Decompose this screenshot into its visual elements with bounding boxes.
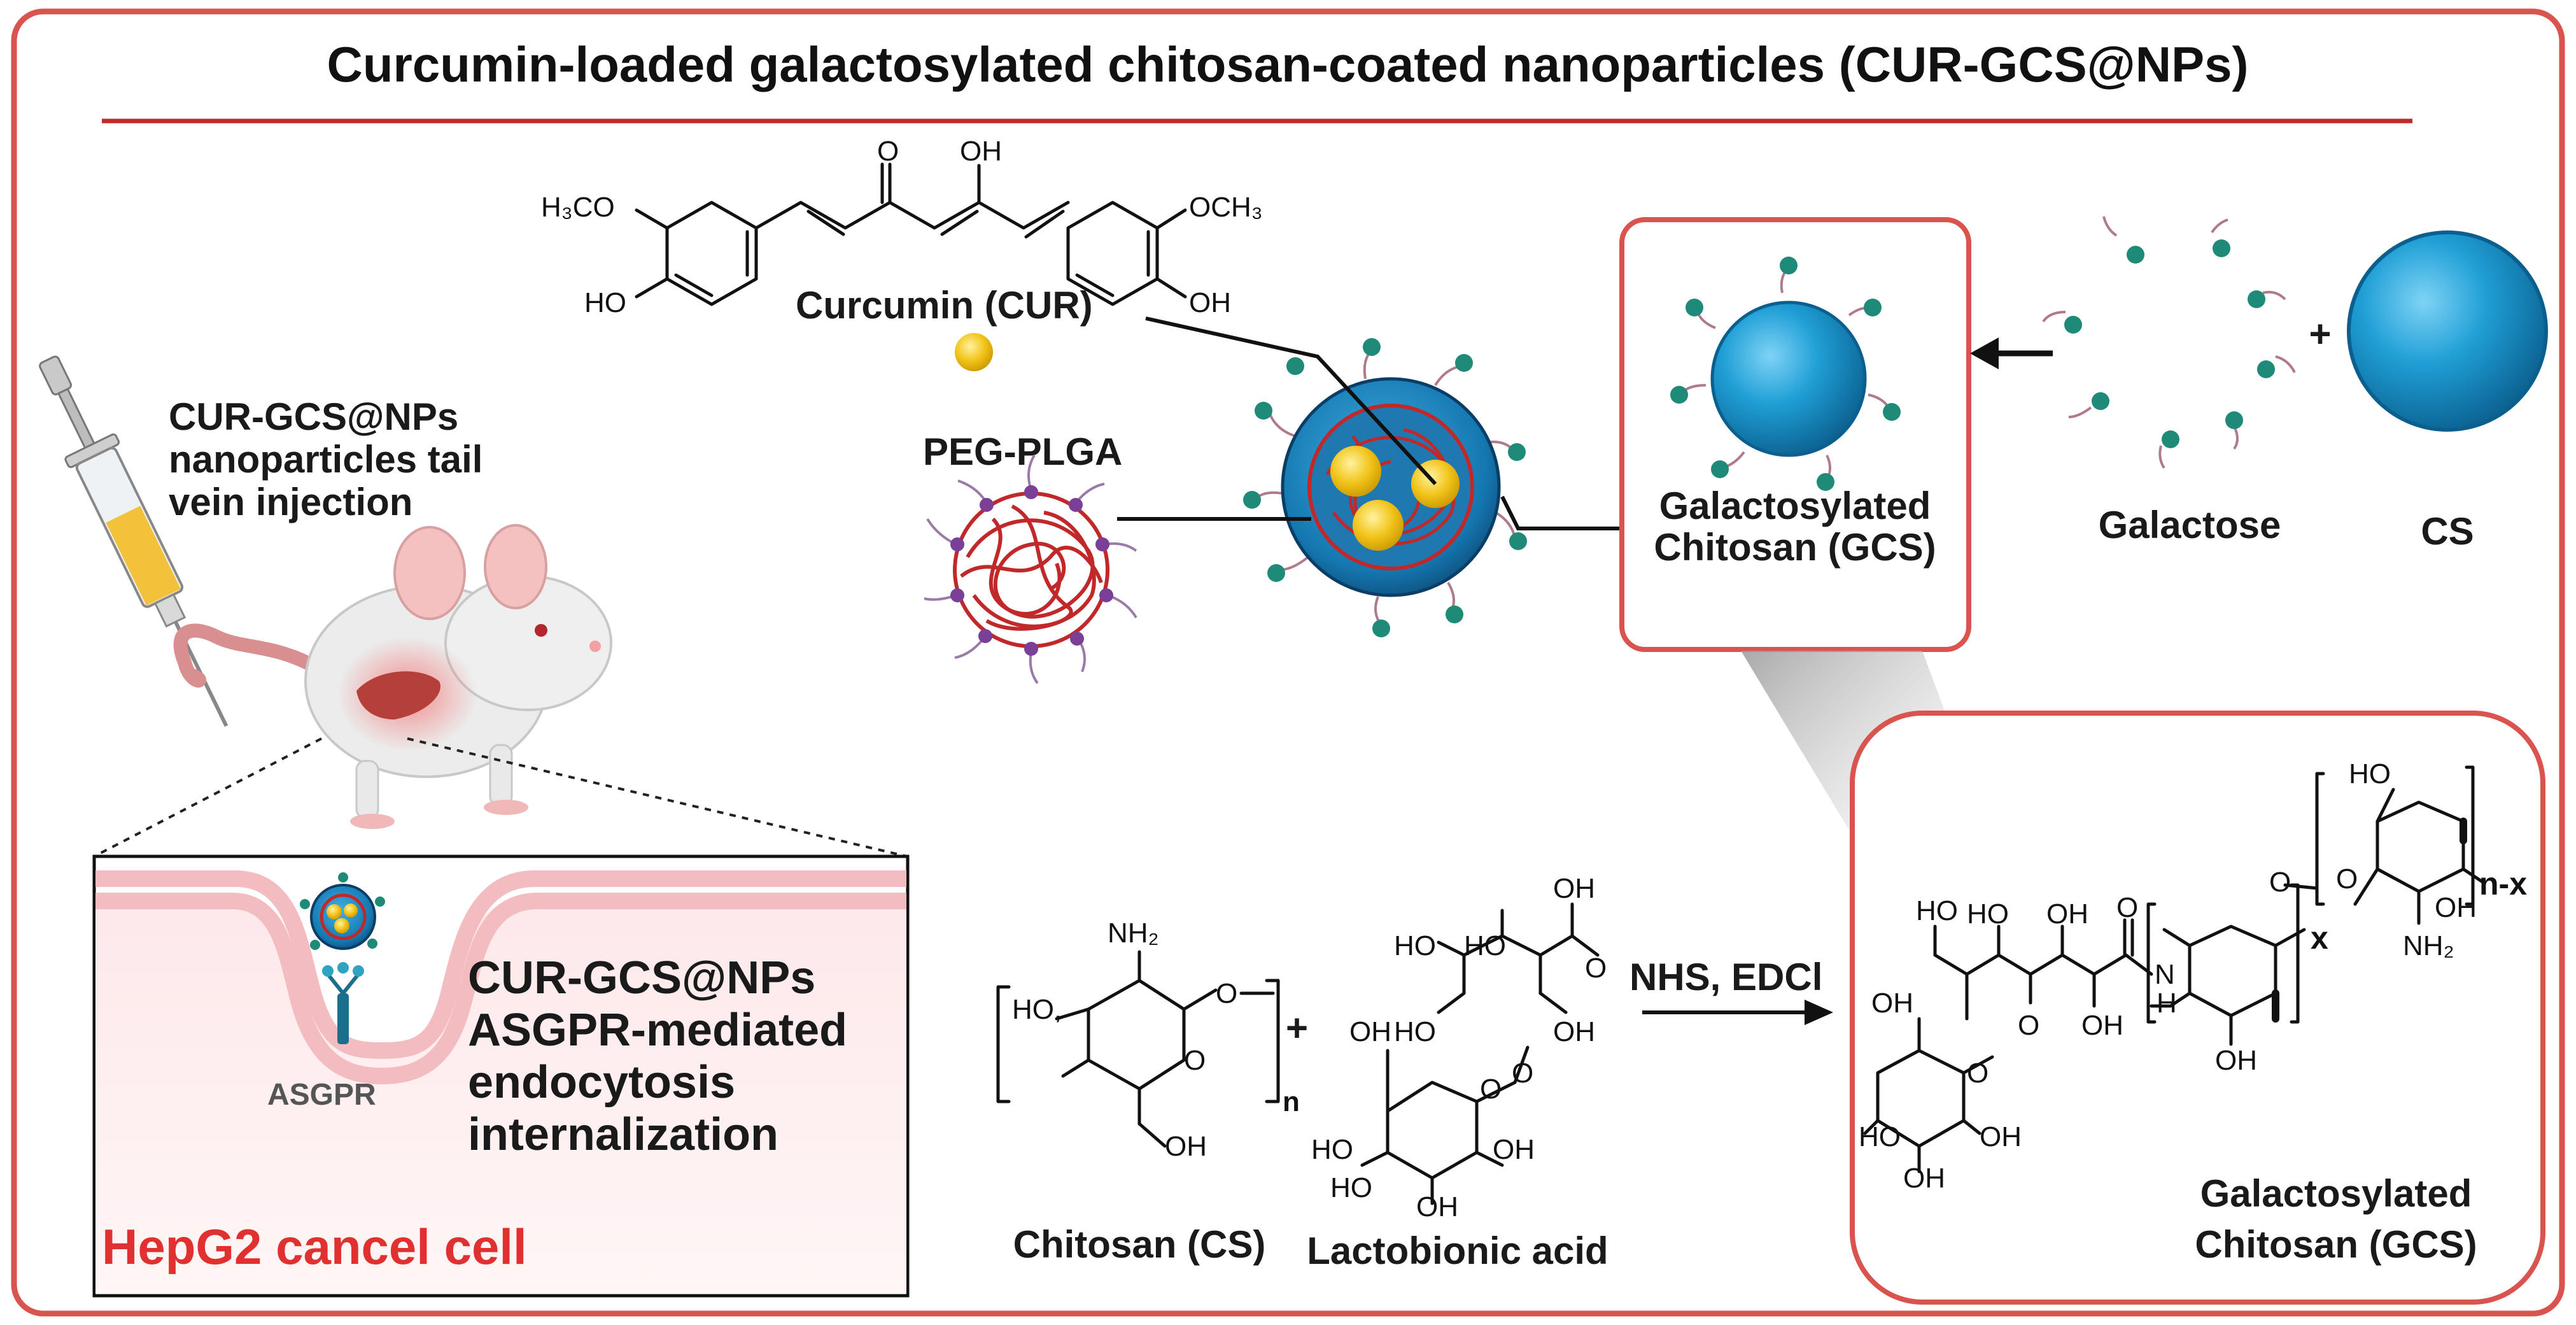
receptor-icon bbox=[322, 962, 364, 1044]
zoom-line-right bbox=[407, 737, 908, 858]
injection-label-1: CUR-GCS@NPs bbox=[169, 395, 458, 438]
reagents-label: NHS, EDCl bbox=[1629, 956, 1822, 998]
gcs-leader-line bbox=[1500, 495, 1665, 530]
lactobionic-structure bbox=[1360, 902, 1600, 1205]
gcs-o-carbonyl: O bbox=[2116, 892, 2138, 923]
lacto-ho-4: HO bbox=[1311, 1134, 1353, 1165]
lacto-oh-4: OH bbox=[1493, 1134, 1535, 1165]
gcs-box-label-1: Galactosylated bbox=[1659, 485, 1931, 527]
lacto-o-carbonyl: O bbox=[1585, 953, 1607, 984]
lacto-ho-3: HO bbox=[1394, 1016, 1436, 1047]
nanoparticle-icon bbox=[300, 872, 385, 950]
gcs-oh-7: OH bbox=[1903, 1163, 1945, 1194]
curcumin-leader-line bbox=[1145, 316, 1437, 486]
gcs-particle-icon bbox=[1670, 257, 1901, 491]
chitosan-nh2: NH₂ bbox=[1108, 918, 1159, 949]
gcs-oh-1: OH bbox=[2435, 892, 2477, 923]
cell-text-2: ASGPR-mediated bbox=[468, 1005, 847, 1056]
lacto-ho-2: HO bbox=[1464, 930, 1506, 961]
gcs-o-ring: O bbox=[2336, 863, 2358, 895]
chem-oh-1: OH bbox=[960, 136, 1002, 167]
syringe-icon bbox=[39, 355, 229, 727]
injection-label-2: nanoparticles tail bbox=[169, 438, 482, 481]
cell-text-3: endocytosis bbox=[468, 1057, 735, 1108]
gcs-ho-2: HO bbox=[1916, 895, 1958, 926]
cell-panel bbox=[92, 854, 910, 1298]
cs-label: CS bbox=[2421, 510, 2474, 553]
chem-ho-1: HO bbox=[584, 287, 626, 318]
gcs-product-label-2: Chitosan (GCS) bbox=[2195, 1223, 2477, 1266]
lacto-oh-2: OH bbox=[1553, 1016, 1595, 1047]
lacto-o-ring: O bbox=[1480, 1073, 1502, 1105]
lacto-ho-5: HO bbox=[1330, 1172, 1372, 1203]
lactobionic-label: Lactobionic acid bbox=[1307, 1229, 1608, 1272]
injection-label-3: vein injection bbox=[169, 481, 412, 523]
curcumin-label: Curcumin (CUR) bbox=[796, 284, 1093, 327]
asgpr-label: ASGPR bbox=[267, 1078, 376, 1112]
gcs-o-3: O bbox=[2018, 1010, 2039, 1041]
chitosan-label: Chitosan (CS) bbox=[1013, 1223, 1266, 1266]
plus-sign-top: + bbox=[2309, 313, 2331, 355]
gcs-product-label-1: Galactosylated bbox=[2200, 1172, 2472, 1215]
curcumin-dot bbox=[955, 333, 993, 371]
zoom-line-left bbox=[94, 737, 322, 858]
lacto-oh-top: OH bbox=[1553, 873, 1595, 904]
reaction-arrow-right-head bbox=[1805, 1000, 1833, 1025]
gcs-h: H bbox=[2157, 988, 2177, 1019]
gcs-ho-3: HO bbox=[1967, 898, 2009, 930]
chem-oh-2: OH bbox=[1189, 287, 1231, 318]
reaction-arrow-left-head bbox=[1970, 337, 1999, 369]
lacto-oh-5: OH bbox=[1416, 1191, 1458, 1222]
gcs-product-panel bbox=[1850, 711, 2545, 1305]
cs-particle-icon bbox=[2347, 230, 2548, 432]
lacto-oh-3: OH bbox=[1349, 1016, 1391, 1047]
hepg2-label: HepG2 cancel cell bbox=[102, 1219, 527, 1275]
central-nanoparticle bbox=[1243, 338, 1527, 637]
mouse-icon bbox=[173, 524, 612, 829]
chitosan-oh: OH bbox=[1165, 1131, 1207, 1162]
liver-icon bbox=[356, 671, 440, 719]
gcs-n-x: n-x bbox=[2479, 866, 2527, 902]
gcs-x: x bbox=[2311, 920, 2328, 956]
gcs-n: N bbox=[2155, 959, 2175, 990]
chitosan-ho: HO, bbox=[1012, 994, 1062, 1025]
gcs-ho-1: HO bbox=[2349, 758, 2391, 790]
gcs-oh-2: OH bbox=[2046, 898, 2088, 930]
galactose-ring-icon bbox=[2042, 216, 2296, 469]
chem-h3co: H₃CO bbox=[541, 192, 615, 223]
gcs-ho-4: HO bbox=[1859, 1121, 1901, 1152]
gcs-o-link: O bbox=[2269, 867, 2291, 898]
plus-sign-bottom: + bbox=[1286, 1007, 1308, 1049]
chitosan-structure bbox=[996, 950, 1280, 1148]
peg-plga-label: PEG-PLGA bbox=[923, 430, 1122, 473]
lacto-o-link: O bbox=[1512, 1058, 1533, 1089]
cell-text-1: CUR-GCS@NPs bbox=[468, 953, 815, 1003]
gcs-box-label-2: Chitosan (GCS) bbox=[1654, 526, 1936, 569]
gcs-oh-3: OH bbox=[2081, 1010, 2123, 1041]
gcs-oh-6: OH bbox=[1980, 1121, 2022, 1152]
lacto-ho-1: HO bbox=[1394, 930, 1436, 961]
gcs-oh-4: OH bbox=[2215, 1045, 2257, 1076]
peg-plga-icon bbox=[924, 454, 1137, 684]
chitosan-o-link: O bbox=[1216, 978, 1237, 1009]
gcs-oh-5: OH bbox=[1871, 988, 1913, 1019]
gcs-o-4: O bbox=[1967, 1058, 1988, 1089]
chem-och3: OCH₃ bbox=[1189, 192, 1263, 223]
chitosan-o-ring: O bbox=[1184, 1045, 1206, 1076]
gcs-nh2-1: NH₂ bbox=[2403, 930, 2454, 961]
chem-o-1: O bbox=[877, 136, 899, 167]
cell-text-4: internalization bbox=[468, 1109, 778, 1160]
galactose-label: Galactose bbox=[2099, 504, 2281, 546]
chitosan-n: n bbox=[1283, 1086, 1300, 1117]
outer-frame bbox=[11, 8, 2565, 1317]
gcs-product-structure bbox=[1863, 765, 2484, 1173]
figure-title: Curcumin-loaded galactosylated chitosan-… bbox=[327, 36, 2249, 92]
curcumin-structure bbox=[635, 162, 1187, 306]
